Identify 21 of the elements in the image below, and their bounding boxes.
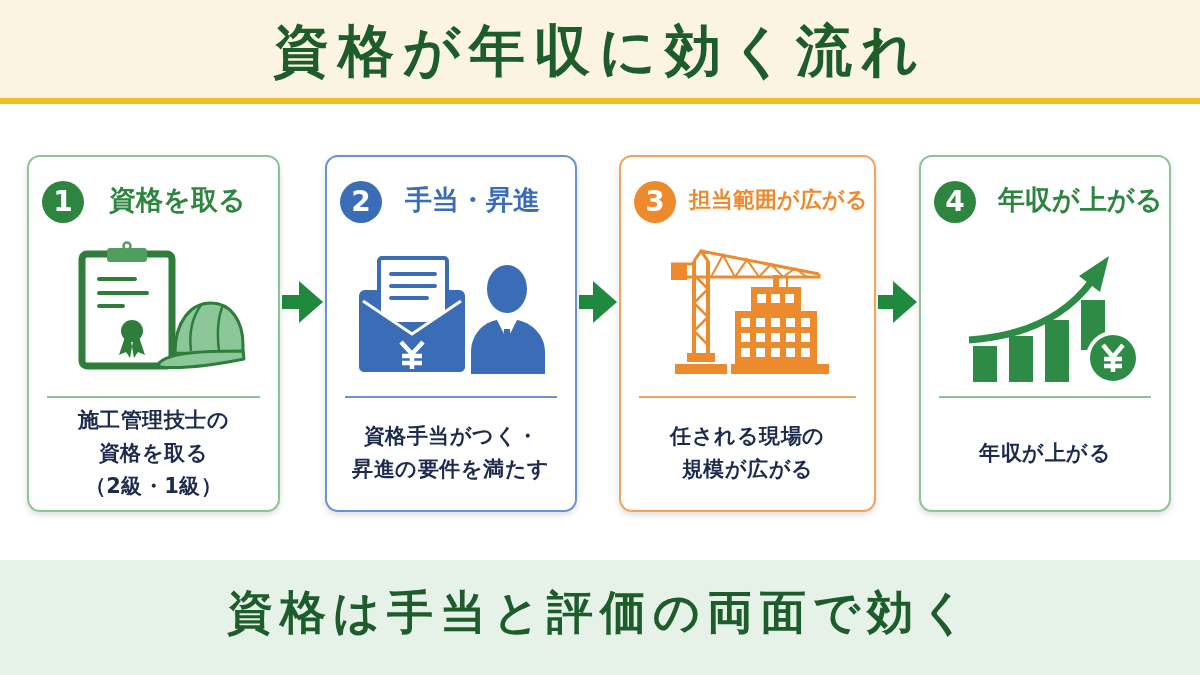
step-card [919, 155, 1171, 512]
arrow [579, 281, 617, 323]
step-description: 任される現場の規模が広がる [670, 423, 825, 483]
step-number-circle: 1 [42, 181, 84, 223]
step-heading: 手当・昇進 [405, 183, 540, 217]
step-heading: 年収が上がる [998, 183, 1163, 217]
step-card [619, 155, 876, 512]
step-description: 施工管理技士の資格を取る（2級・1級） [77, 406, 230, 500]
arrow [282, 281, 323, 323]
step-number-circle: 3 [634, 181, 676, 223]
arrow [878, 281, 917, 323]
caption: 資格は手当と評価の両面で効く [226, 585, 974, 639]
title: 資格が年収に効く流れ [273, 18, 927, 84]
step-description: 年収が上がる [979, 439, 1111, 467]
step-card [27, 155, 280, 512]
step-number-circle: 2 [340, 181, 382, 223]
step-card [325, 155, 577, 512]
step-number-circle: 4 [934, 181, 976, 223]
step-description: 資格手当がつく・昇進の要件を満たす [352, 423, 550, 483]
step-heading: 担当範囲が広がる [689, 186, 868, 214]
step-heading: 資格を取る [109, 183, 246, 217]
